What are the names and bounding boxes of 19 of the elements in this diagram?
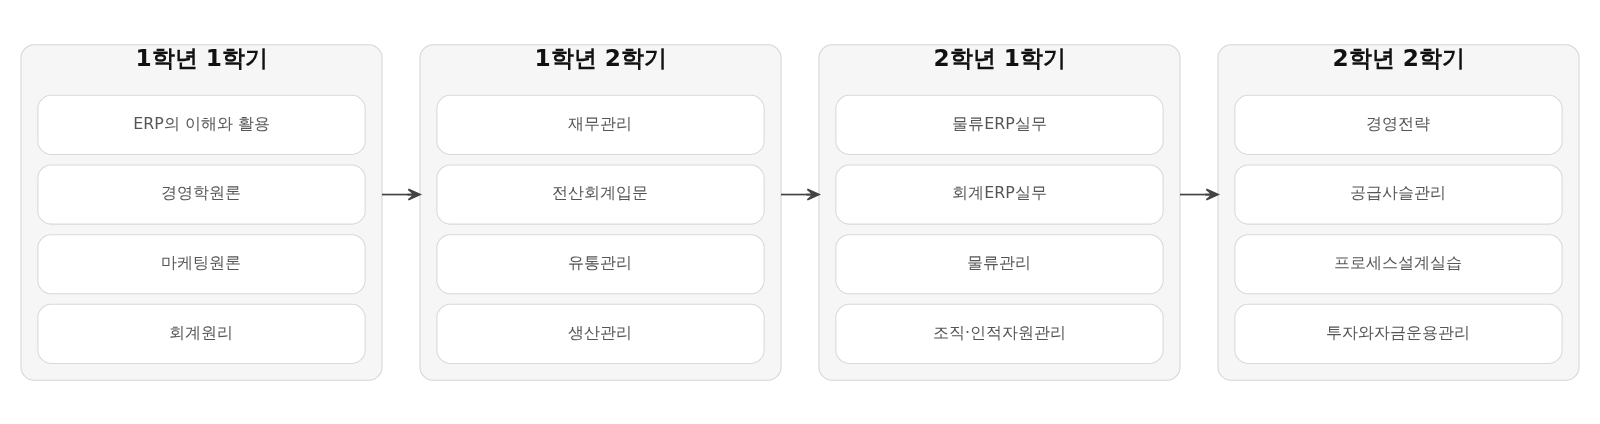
node-box: 공급사슬관리: [1234, 163, 1563, 225]
node-box: 전산회계입문: [436, 163, 765, 225]
node-box: 물류ERP실무: [835, 94, 1164, 155]
arrow: [1179, 188, 1219, 201]
arrow: [381, 188, 421, 201]
node-box: 경영전략: [1234, 94, 1563, 155]
node-box: 유통관리: [436, 233, 765, 294]
node-box: 경영학원론: [37, 163, 366, 225]
arrow: [780, 188, 820, 201]
node-box: 조직·인적자원관리: [835, 303, 1164, 364]
node-box: 재무관리: [436, 94, 765, 155]
node-box: 물류관리: [835, 233, 1164, 294]
node-box: 회계ERP실무: [835, 163, 1164, 225]
node-box: 마케팅원론: [37, 233, 366, 294]
node-box: 생산관리: [436, 303, 765, 364]
node-box: 회계원리: [37, 303, 366, 364]
node-box: 프로세스설계실습: [1234, 233, 1563, 294]
node-box: 투자와자금운용관리: [1234, 303, 1563, 364]
node-box: ERP의 이해와 활용: [37, 94, 366, 155]
